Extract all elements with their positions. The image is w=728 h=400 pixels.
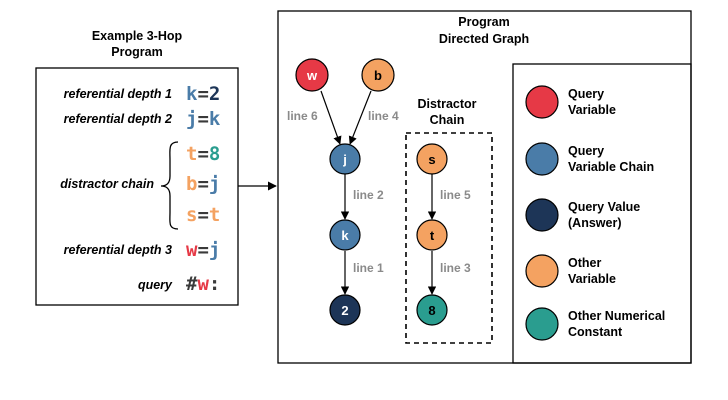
legend-box [512, 63, 692, 364]
legend-item-numeric-constant: Other Numerical Constant [525, 307, 665, 341]
distractor-title-line1: Distractor [417, 97, 476, 111]
code-line-query: #w: [186, 273, 220, 295]
distractor-title-line2: Chain [430, 113, 465, 127]
edge-w-j [320, 90, 342, 145]
code-w-op: = [197, 239, 208, 261]
node-t-label: t [430, 228, 435, 243]
legend-label-numeric-constant-1: Other Numerical [568, 309, 665, 323]
legend-label-other-variable-2: Variable [568, 272, 616, 286]
code-k-lhs: k [186, 83, 198, 105]
legend-label-query-chain-1: Query [568, 144, 604, 158]
legend-swatch-query-chain [525, 142, 559, 176]
code-t-rhs: 8 [209, 143, 220, 165]
node-2: 2 [329, 294, 361, 326]
legend-label-query-chain-2: Variable Chain [568, 160, 654, 174]
code-s-lhs: s [186, 204, 197, 226]
node-8: 8 [416, 294, 448, 326]
code-j-rhs: k [209, 108, 221, 130]
code-s-op: = [197, 204, 208, 226]
code-t-lhs: t [186, 143, 197, 165]
node-k: k [329, 219, 361, 251]
code-j-lhs: j [186, 108, 197, 130]
graph-title-line2: Directed Graph [439, 32, 529, 46]
code-query-var: w [197, 273, 209, 295]
label-ref-depth-3: referential depth 3 [64, 243, 172, 257]
code-b-op: = [197, 173, 208, 195]
node-t: t [416, 219, 448, 251]
code-s-rhs: t [209, 204, 220, 226]
legend-swatch-numeric-constant [525, 307, 559, 341]
legend-label-numeric-constant-2: Constant [568, 325, 623, 339]
label-query: query [138, 278, 173, 292]
legend-label-query-variable-2: Variable [568, 103, 616, 117]
legend-label-query-variable-1: Query [568, 87, 604, 101]
node-w-label: w [306, 68, 318, 83]
code-k-rhs: 2 [209, 83, 220, 105]
legend-item-other-variable: Other Variable [525, 254, 616, 288]
node-s-label: s [428, 152, 435, 167]
legend-swatch-other-variable [525, 254, 559, 288]
edge-label-line5: line 5 [440, 188, 471, 202]
node-b-label: b [374, 68, 382, 83]
edge-label-line6: line 6 [287, 109, 318, 123]
legend-swatch-query-variable [525, 85, 559, 119]
label-distractor-chain: distractor chain [60, 177, 154, 191]
label-ref-depth-1: referential depth 1 [64, 87, 172, 101]
label-ref-depth-2: referential depth 2 [64, 112, 172, 126]
edge-b-j [348, 90, 372, 145]
left-title-line1: Example 3-Hop [92, 29, 183, 43]
code-line-s: s=t [186, 204, 220, 226]
code-w-rhs: j [209, 239, 220, 261]
legend-item-query-variable: Query Variable [525, 85, 616, 119]
code-line-b: b=j [186, 173, 220, 195]
code-line-t: t=8 [186, 143, 220, 165]
node-j-label: j [342, 152, 347, 167]
distractor-box [405, 132, 493, 344]
edge-label-line2: line 2 [353, 188, 384, 202]
code-line-w: w=j [186, 239, 220, 261]
node-k-label: k [341, 228, 349, 243]
code-query-hash: # [186, 273, 198, 295]
legend-item-query-chain: Query Variable Chain [525, 142, 654, 176]
node-w: w [295, 58, 329, 92]
node-j: j [329, 143, 361, 175]
distractor-brace [160, 141, 179, 230]
legend-item-query-value: Query Value (Answer) [525, 198, 640, 232]
legend-label-query-value-2: (Answer) [568, 216, 621, 230]
code-w-lhs: w [186, 239, 198, 261]
legend-swatch-query-value [525, 198, 559, 232]
graph-title-line1: Program [458, 15, 509, 29]
code-line-k: k=2 [186, 83, 220, 105]
legend-label-other-variable-1: Other [568, 256, 601, 270]
code-b-lhs: b [186, 173, 197, 195]
node-2-label: 2 [341, 303, 348, 318]
node-s: s [416, 143, 448, 175]
code-query-colon: : [209, 273, 220, 295]
code-b-rhs: j [209, 173, 220, 195]
code-j-op: = [197, 108, 208, 130]
left-title-line2: Program [111, 45, 162, 59]
node-8-label: 8 [428, 303, 435, 318]
edge-label-line3: line 3 [440, 261, 471, 275]
code-t-op: = [197, 143, 208, 165]
code-k-op: = [197, 83, 208, 105]
legend-label-query-value-1: Query Value [568, 200, 640, 214]
code-line-j: j=k [186, 108, 221, 130]
node-b: b [361, 58, 395, 92]
edge-label-line1: line 1 [353, 261, 384, 275]
edge-label-line4: line 4 [368, 109, 399, 123]
